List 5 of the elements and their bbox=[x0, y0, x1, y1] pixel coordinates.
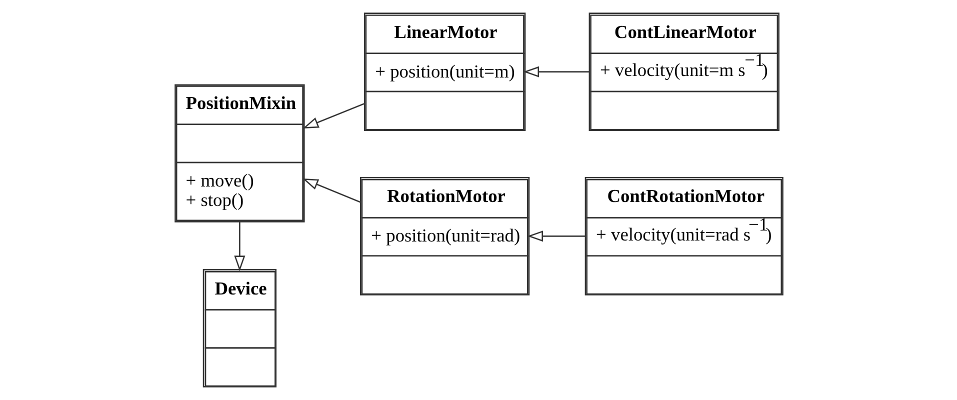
arrow bbox=[522, 66, 589, 78]
arrow bbox=[526, 230, 585, 242]
arrow bbox=[302, 178, 360, 203]
arrow bbox=[302, 103, 364, 128]
arrow bbox=[234, 222, 245, 272]
